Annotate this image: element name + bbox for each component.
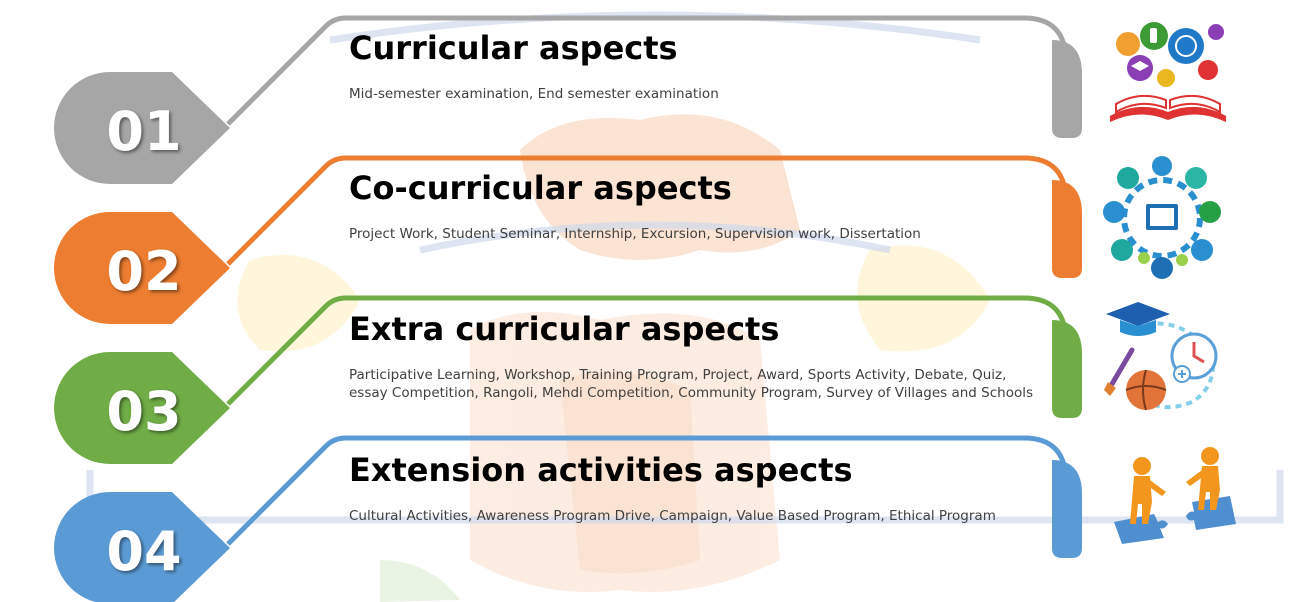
step-description-curricular: Mid-semester examination, End semester e… [349, 86, 719, 102]
step-description-extra-curricular: Participative Learning, Workshop, Traini… [349, 367, 1033, 401]
step-title-extension: Extension activities aspects [349, 451, 853, 489]
step-title-extra-curricular: Extra curricular aspects [349, 310, 780, 348]
side-tab [1052, 460, 1082, 558]
side-tab [1052, 40, 1082, 138]
step-number-02: 02 [106, 240, 182, 303]
graduation-sports-icon [1104, 302, 1218, 411]
side-tab [1052, 180, 1082, 278]
puzzle-people-icon [1114, 447, 1236, 544]
education-book-icon [1110, 22, 1226, 122]
step-number-03: 03 [106, 380, 182, 443]
number-badge [54, 352, 230, 464]
number-badge [54, 72, 230, 184]
network-activities-icon [1103, 156, 1221, 279]
number-badge [54, 492, 230, 602]
step-number-01: 01 [106, 100, 182, 163]
number-badge [54, 212, 230, 324]
step-title-co-curricular: Co-curricular aspects [349, 169, 732, 207]
step-description-co-curricular: Project Work, Student Seminar, Internshi… [349, 226, 921, 242]
step-number-04: 04 [106, 520, 182, 583]
step-description-extension: Cultural Activities, Awareness Program D… [349, 508, 996, 524]
side-tab [1052, 320, 1082, 418]
step-title-curricular: Curricular aspects [349, 29, 678, 67]
